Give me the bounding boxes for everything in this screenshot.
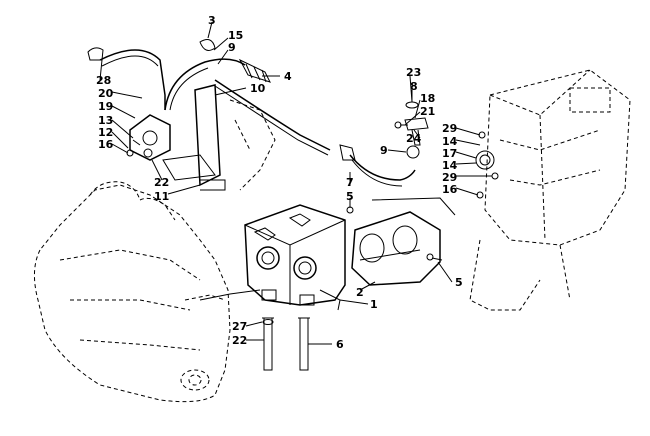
callout-5a: 5: [346, 190, 354, 203]
callout-2: 2: [356, 286, 364, 299]
airbox-silencer-icon: [351, 197, 456, 286]
engine-outline-icon: [34, 181, 231, 403]
callout-6: 6: [336, 338, 344, 351]
callout-9b: 9: [380, 144, 388, 157]
callout-23: 21: [420, 105, 435, 118]
callout-28: 28: [96, 74, 111, 87]
callout-18: 17: [442, 147, 457, 160]
callout-24: 23: [406, 66, 421, 79]
callout-29a: 29: [442, 122, 457, 135]
callout-13: 13: [98, 114, 113, 127]
callout-11: 11: [154, 190, 169, 203]
callout-1: 1: [370, 298, 378, 311]
callout-3: 3: [208, 14, 216, 27]
callout-4: 4: [284, 70, 292, 83]
callout-29b: 29: [442, 171, 457, 184]
callout-19: 18: [420, 92, 435, 105]
mounting-bracket-icon: [126, 84, 276, 191]
chassis-tank-outline: [469, 69, 631, 311]
callout-9a: 9: [228, 41, 236, 54]
callout-7: 7: [346, 176, 354, 189]
callout-12: 12: [98, 126, 113, 139]
callout-25: 24: [406, 132, 422, 145]
leader-lines: [99, 21, 492, 345]
callout-27: 27: [232, 320, 247, 333]
fuel-hoses: [87, 39, 416, 187]
callout-10: 10: [250, 82, 266, 95]
callout-5b: 5: [455, 276, 463, 289]
callout-26: 22: [232, 334, 247, 347]
callout-22: 22: [154, 176, 169, 189]
jet-rods: [262, 317, 310, 371]
callout-20: 19: [98, 100, 113, 113]
callout-14b: 14: [442, 159, 458, 172]
callout-21: 20: [98, 87, 114, 100]
callout-15: 15: [228, 29, 243, 42]
callout-17: 16: [442, 183, 458, 196]
callout-8: 8: [410, 80, 418, 93]
callout-16: 16: [98, 138, 114, 151]
callout-labels: 3 15 9 4 10 28 20 19 13 12 16 22 11 23 8…: [96, 14, 463, 351]
callout-14a: 14: [442, 135, 458, 148]
carburetor-assembly-icon: [244, 204, 346, 311]
fuel-fittings: [346, 101, 499, 261]
